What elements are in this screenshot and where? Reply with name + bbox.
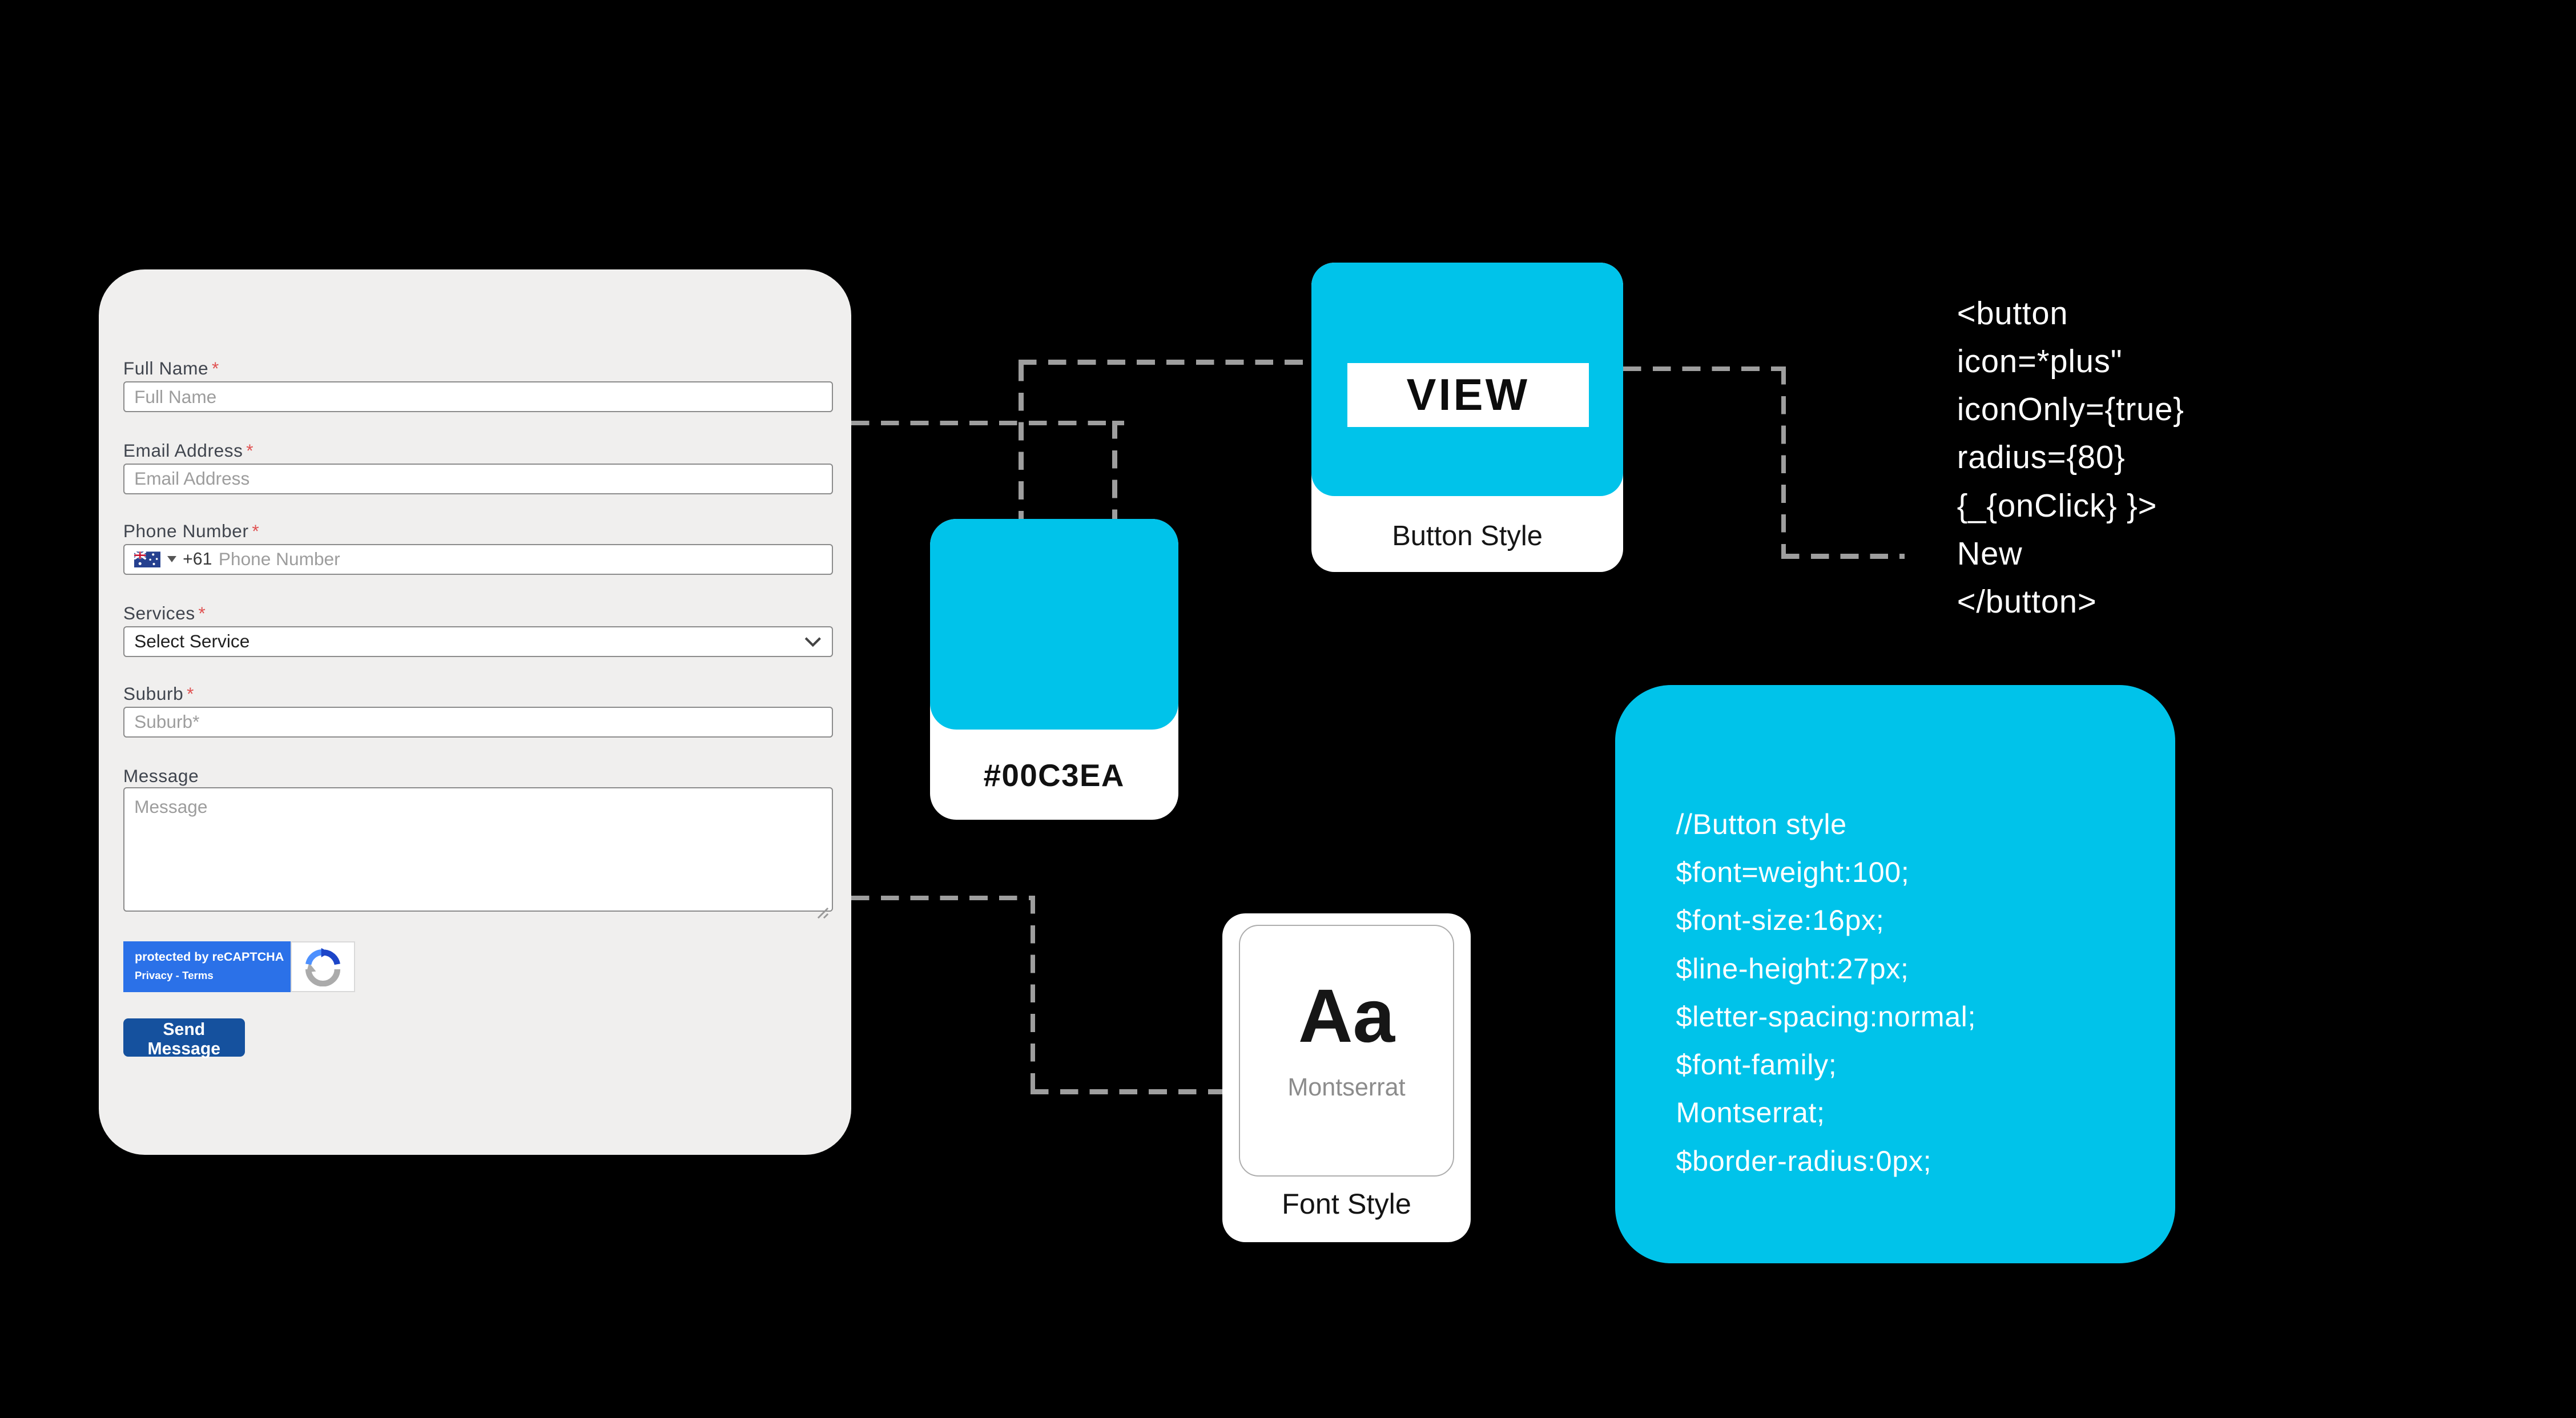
flag-dropdown-caret-icon — [167, 556, 176, 562]
font-style-caption: Font Style — [1282, 1187, 1411, 1220]
button-style-card: VIEW Button Style — [1311, 263, 1624, 572]
connector-form-to-font-v — [1030, 895, 1036, 1094]
required-asterisk: * — [246, 440, 254, 461]
code-line: radius={80} — [1957, 439, 2126, 476]
style-line: $font=weight:100; — [1676, 855, 1910, 888]
chevron-down-icon — [804, 636, 822, 647]
services-select[interactable]: Select Service — [123, 626, 834, 658]
style-line: $font-family; — [1676, 1048, 1837, 1081]
recaptcha-badge-text: protected by reCAPTCHA Privacy - Terms — [123, 941, 291, 993]
connector-swatch-to-button-h — [1019, 360, 1311, 365]
dial-code: +61 — [183, 549, 212, 569]
recaptcha-privacy-terms-links[interactable]: Privacy - Terms — [134, 969, 214, 982]
services-selected-value: Select Service — [134, 631, 250, 652]
view-button[interactable]: VIEW — [1347, 363, 1589, 428]
contact-form-card: Full Name* Email Address* Phone Number* — [98, 269, 851, 1155]
button-style-caption: Button Style — [1392, 521, 1543, 551]
code-line: <button — [1957, 295, 2068, 331]
phone-placeholder: Phone Number — [218, 549, 340, 570]
email-input[interactable] — [123, 463, 834, 495]
color-hex-label: #00C3EA — [983, 758, 1125, 793]
full-name-label: Full Name* — [123, 358, 219, 379]
recaptcha-icon — [303, 947, 343, 987]
style-line: //Button style — [1676, 807, 1847, 840]
code-line: New — [1957, 535, 2023, 572]
connector-button-to-code-h2 — [1781, 553, 1905, 559]
code-line: icon=*plus" — [1957, 343, 2123, 379]
style-line: Montserrat; — [1676, 1096, 1825, 1129]
send-message-button[interactable]: Send Message — [123, 1018, 245, 1058]
connector-form-to-swatch-h — [851, 420, 1124, 426]
style-line: $line-height:27px; — [1676, 952, 1909, 985]
suburb-input[interactable] — [123, 706, 834, 738]
phone-input[interactable]: +61 Phone Number — [123, 543, 834, 575]
color-swatch-chip — [929, 519, 1178, 730]
required-asterisk: * — [198, 603, 206, 624]
phone-label: Phone Number* — [123, 521, 260, 542]
services-label: Services* — [123, 603, 206, 624]
email-label: Email Address* — [123, 440, 254, 461]
style-line: $letter-spacing:normal; — [1676, 1000, 1977, 1033]
color-swatch-card: #00C3EA — [929, 519, 1178, 820]
code-line: {_{onClick} }> — [1957, 487, 2158, 523]
required-asterisk: * — [252, 521, 260, 542]
code-line: iconOnly={true} — [1957, 391, 2184, 428]
style-line: $font-size:16px; — [1676, 904, 1885, 937]
connector-form-to-font-h1 — [851, 895, 1036, 901]
font-specimen-box: Aa Montserrat — [1238, 925, 1454, 1177]
australia-flag-icon — [134, 551, 161, 568]
style-spec-lines: //Button style $font=weight:100; $font-s… — [1615, 685, 2175, 1185]
message-textarea[interactable] — [123, 787, 834, 912]
button-style-spec-card: //Button style $font=weight:100; $font-s… — [1615, 685, 2176, 1264]
recaptcha-badge: protected by reCAPTCHA Privacy - Terms — [123, 941, 355, 993]
jsx-code-snippet: <button icon=*plus" iconOnly={true} radi… — [1957, 289, 2184, 626]
connector-button-to-code-h1 — [1623, 366, 1786, 372]
recaptcha-protected-label: protected by reCAPTCHA — [134, 949, 284, 964]
required-asterisk: * — [187, 683, 194, 704]
suburb-label: Suburb* — [123, 683, 194, 704]
font-specimen: Aa — [1298, 974, 1395, 1059]
font-style-card: Aa Montserrat Font Style — [1222, 913, 1471, 1242]
view-button-label: VIEW — [1406, 370, 1530, 420]
required-asterisk: * — [211, 358, 219, 379]
code-line: </button> — [1957, 583, 2097, 620]
connector-form-to-swatch-v — [1112, 420, 1118, 519]
font-name: Montserrat — [1287, 1074, 1406, 1102]
connector-swatch-to-button-v — [1019, 363, 1024, 519]
style-line: $border-radius:0px; — [1676, 1144, 1932, 1177]
full-name-input[interactable] — [123, 381, 834, 413]
message-label: Message — [123, 766, 199, 787]
connector-button-to-code-v — [1781, 366, 1786, 559]
recaptcha-logo-box — [291, 941, 355, 993]
connector-form-to-font-h2 — [1030, 1089, 1225, 1094]
